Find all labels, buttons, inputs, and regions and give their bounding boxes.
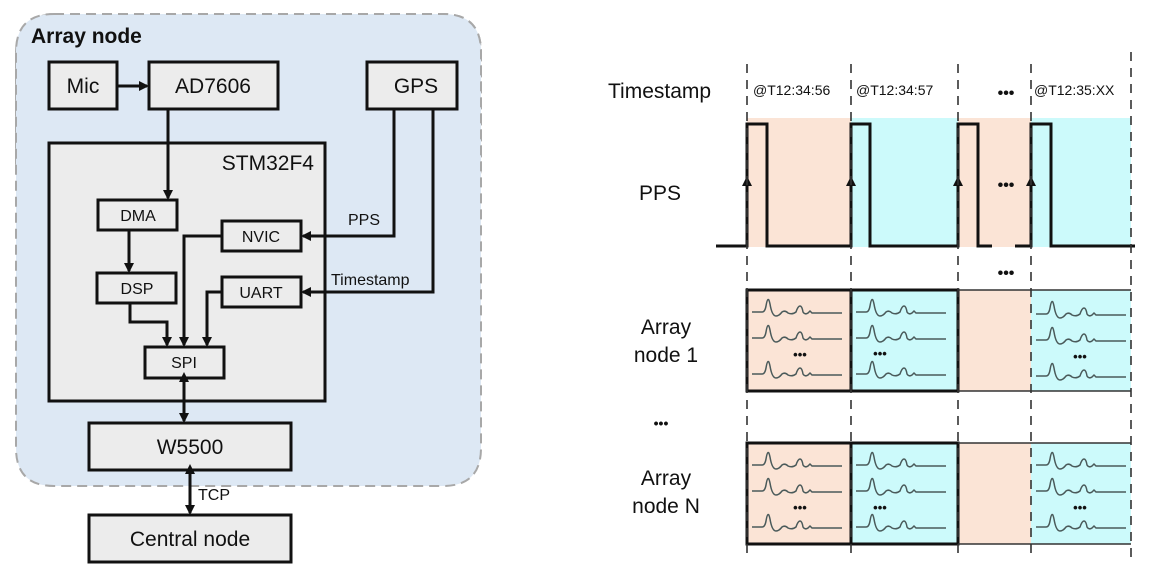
adc-block: [147, 60, 280, 111]
node1-label-line2: node 1: [634, 344, 698, 367]
dsp-label: DSP: [121, 281, 154, 298]
nodes-gap-ellipsis: •••: [654, 415, 669, 431]
uart-to-spi-arrow: [202, 290, 222, 347]
dma-label: DMA: [120, 208, 156, 225]
nodeN-ellipsis-3: •••: [1073, 500, 1087, 515]
timestamp-ellipsis: •••: [998, 85, 1015, 102]
node1-ellipsis-2: •••: [873, 346, 887, 361]
pps-arrow: [301, 109, 396, 241]
timestamp-1: @T12:34:56: [753, 82, 830, 98]
node1-period-2: [851, 290, 958, 391]
pps-period-2: [851, 118, 958, 247]
mcu-label: STM32F4: [222, 152, 315, 175]
node1-ellipsis-1: •••: [793, 347, 807, 362]
nodeN-period-1: [747, 443, 851, 544]
node1-row: ••• ••• •••: [745, 288, 1131, 393]
timestamp-4: @T12:35:XX: [1034, 82, 1115, 98]
dma-block: [96, 198, 179, 232]
nvic-label: NVIC: [242, 229, 280, 246]
nodeN-period-4: [1031, 443, 1131, 544]
uart-label: UART: [239, 285, 282, 302]
rows-ellipsis: •••: [998, 265, 1015, 282]
gps-block: [365, 60, 459, 111]
nodeN-label-line2: node N: [632, 495, 700, 518]
tcp-label: TCP: [198, 487, 230, 504]
mic-block: [47, 60, 119, 111]
pps-ellipsis: •••: [998, 177, 1015, 194]
nodeN-period-2: [851, 443, 958, 544]
node1-period-3: [958, 290, 1031, 391]
timestamp-2: @T12:34:57: [856, 82, 933, 98]
pps-waveform-1: [716, 122, 992, 248]
nodeN-frame-2: [849, 441, 960, 546]
node1-label-line1: Array: [641, 316, 692, 339]
pps-period-3: [958, 118, 1031, 247]
central-node-label: Central node: [130, 528, 250, 551]
node1-period-1: [747, 290, 851, 391]
central-node-block: [87, 513, 293, 564]
nvic-block: [220, 219, 303, 253]
pps-period-1: [747, 118, 851, 247]
timestamp-signal-label: Timestamp: [331, 272, 410, 289]
pps-row-label: PPS: [639, 182, 681, 205]
gps-label: GPS: [394, 75, 438, 98]
nodeN-ellipsis-1: •••: [793, 500, 807, 515]
node1-ellipsis-3: •••: [1073, 349, 1087, 364]
w5500-label: W5500: [157, 436, 224, 459]
dsp-to-spi-arrow: [128, 303, 172, 347]
nodeN-period-3: [958, 443, 1031, 544]
pps-waveform-2: [1015, 122, 1135, 248]
timestamp-row-label: Timestamp: [608, 80, 711, 103]
array-node-title: Array node: [31, 25, 142, 48]
timestamp-arrow: [301, 109, 435, 297]
adc-label: AD7606: [175, 75, 251, 98]
dsp-block: [95, 271, 178, 305]
pps-period-4: [1031, 118, 1131, 247]
pps-signal-label: PPS: [348, 212, 380, 229]
nodeN-ellipsis-2: •••: [873, 500, 887, 515]
nodeN-row: ••• ••• •••: [745, 441, 1131, 546]
nvic-to-spi-arrow: [179, 234, 222, 347]
nodeN-label-line1: Array: [641, 467, 692, 490]
mic-label: Mic: [67, 75, 100, 98]
spi-label: SPI: [171, 355, 197, 372]
